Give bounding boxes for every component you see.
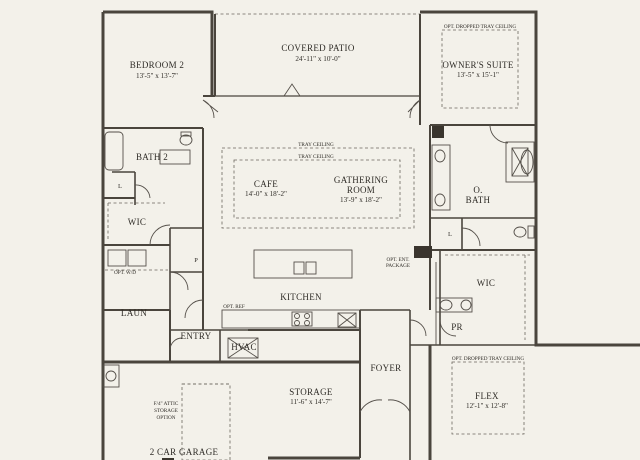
room-name-obath-line2: BATH <box>466 195 491 205</box>
note-opt-wd: OPT. W/D <box>114 270 136 276</box>
room-name-wic-right: WIC <box>477 278 495 288</box>
exterior-walls <box>101 10 640 460</box>
room-name-kitchen: KITCHEN <box>280 292 322 302</box>
note-linen-right: L <box>448 231 452 238</box>
room-name-hvac: HVAC <box>231 342 257 352</box>
room-dims-bedroom2: 13'-5" x 13'-7" <box>136 72 178 80</box>
room-name-covered-patio: COVERED PATIO <box>281 43 355 53</box>
note-opt-ent-line1: OPT. ENT. <box>386 257 409 263</box>
room-name-storage: STORAGE <box>289 387 333 397</box>
room-dims-gathering: 13'-9" x 18'-2" <box>340 196 382 204</box>
room-labels: BEDROOM 2 13'-5" x 13'-7" COVERED PATIO … <box>121 43 514 457</box>
note-opt-ent-line2: PACKAGE <box>386 263 410 269</box>
note-opt-dropped-tray-owner: OPT. DROPPED TRAY CEILING <box>444 24 517 30</box>
note-opt-ref: OPT. REF <box>223 304 245 310</box>
room-dims-covered-patio: 24'-11" x 10'-0" <box>295 55 340 63</box>
room-name-cafe: CAFE <box>254 179 278 189</box>
room-name-bedroom2: BEDROOM 2 <box>130 60 184 70</box>
note-tray-ceiling-outer: TRAY CEILING <box>298 142 334 148</box>
note-tray-ceiling-inner: TRAY CEILING <box>298 154 334 160</box>
ceiling-outlines <box>181 29 525 460</box>
room-name-gathering-line2: ROOM <box>347 185 375 195</box>
door-swings <box>134 83 509 413</box>
room-name-gathering-line1: GATHERING <box>334 175 388 185</box>
note-pantry: P <box>194 257 198 264</box>
plan-notes: TRAY CEILING TRAY CEILING OPT. DROPPED T… <box>114 24 524 421</box>
note-attic-line3: OPTION <box>156 415 175 421</box>
room-name-pr: PR <box>451 322 463 332</box>
note-linen-left: L <box>118 183 122 190</box>
room-dims-storage: 11'-6" x 14'-7" <box>290 398 332 406</box>
room-name-obath-line1: O. <box>473 185 482 195</box>
room-name-bath2: BATH 2 <box>136 152 168 162</box>
room-name-flex: FLEX <box>475 391 499 401</box>
room-name-owners-suite: OWNER'S SUITE <box>442 60 513 70</box>
interior-walls <box>103 95 536 460</box>
room-dims-owners-suite: 13'-5" x 15'-1" <box>457 71 499 79</box>
note-opt-dropped-tray-flex: OPT. DROPPED TRAY CEILING <box>452 356 525 362</box>
room-name-garage: 2 CAR GARAGE <box>150 447 219 457</box>
room-name-foyer: FOYER <box>370 363 401 373</box>
room-name-entry: ENTRY <box>180 331 211 341</box>
room-dims-flex: 12'-1" x 12'-8" <box>466 402 508 410</box>
room-name-laun: LAUN <box>121 308 147 318</box>
room-dims-cafe: 14'-0" x 18'-2" <box>245 190 287 198</box>
fixtures <box>102 131 535 388</box>
room-name-wic-left: WIC <box>128 217 146 227</box>
note-attic-line1: F/4" ATTIC <box>154 401 179 407</box>
note-attic-line2: STORAGE <box>154 408 178 414</box>
